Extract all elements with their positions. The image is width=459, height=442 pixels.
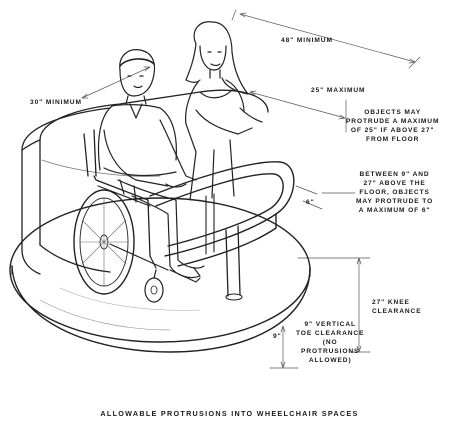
curved-rail [150, 162, 294, 300]
wheelchair [74, 130, 200, 302]
six-inch-label: 6" [306, 199, 315, 206]
bench-wall [22, 90, 268, 274]
dimension-lines [82, 10, 420, 368]
standing-woman [186, 22, 262, 200]
between-heights-note: BETWEEN 9" AND 27" ABOVE THE FLOOR, OBJE… [356, 171, 434, 214]
width-minimum-label: 48" MINIMUM [281, 37, 333, 44]
nine-inch-label: 9" [273, 333, 282, 340]
knee-clearance-label: 27" KNEE CLEARANCE [372, 299, 422, 315]
platform-base [10, 198, 310, 352]
seated-man [99, 50, 205, 278]
depth-minimum-label: 30" MINIMUM [30, 99, 82, 106]
protrusion-maximum-label: 25" MAXIMUM [311, 87, 366, 94]
objects-protrude-note: OBJECTS MAY PROTRUDE A MAXIMUM OF 25" IF… [346, 109, 440, 143]
toe-clearance-note: 9" VERTICAL TOE CLEARANCE (NO PROTRUSION… [296, 321, 365, 364]
diagram-caption: ALLOWABLE PROTRUSIONS INTO WHEELCHAIR SP… [100, 409, 359, 418]
